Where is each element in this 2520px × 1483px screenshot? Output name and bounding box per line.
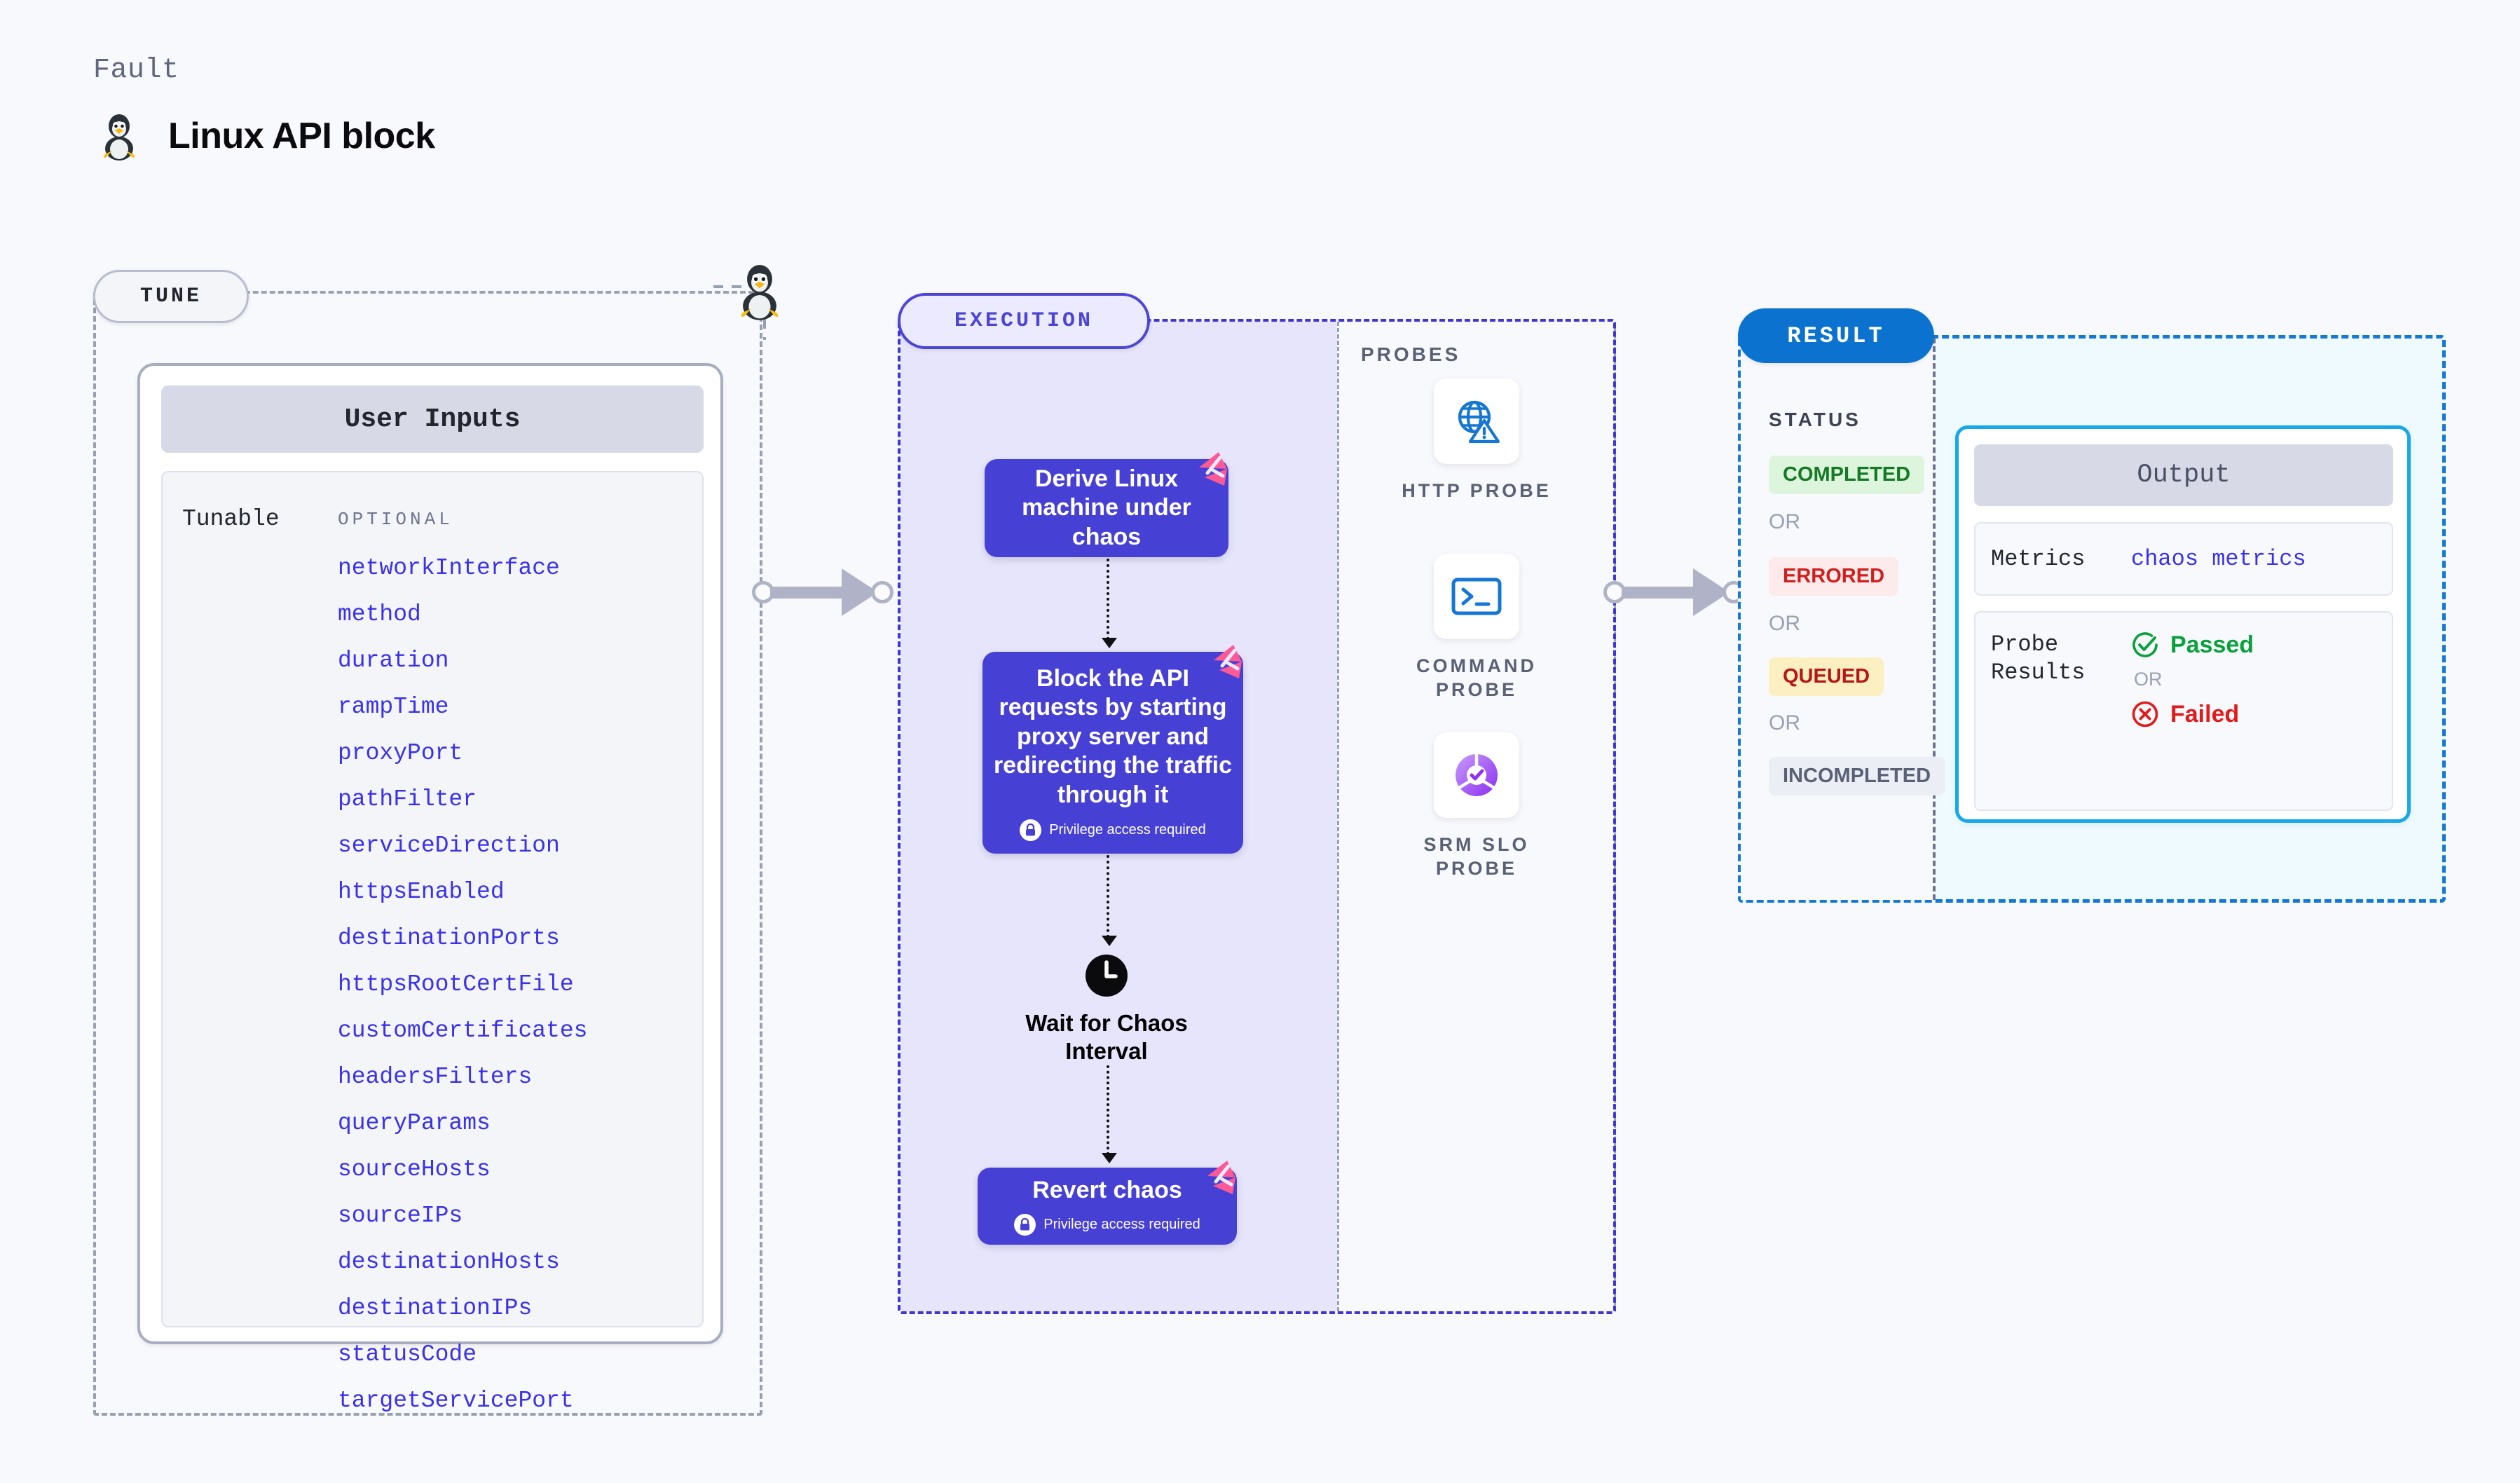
execution-node-revert-chaos[interactable]: Revert chaos Privilege access required xyxy=(978,1161,1237,1245)
harness-ribbon-icon xyxy=(1207,1161,1235,1194)
output-metrics-row: Metrics chaos metrics xyxy=(1974,522,2393,596)
probe-http-card[interactable] xyxy=(1434,378,1519,464)
param-proxyPort[interactable]: proxyPort xyxy=(338,740,463,766)
execution-node-derive-machine[interactable]: Derive Linux machine under chaos xyxy=(985,452,1228,557)
probe-command[interactable]: COMMAND PROBE xyxy=(1396,554,1557,702)
page-title: Linux API block xyxy=(168,116,435,156)
execution-phase-badge[interactable]: EXECUTION xyxy=(898,293,1150,349)
x-circle-icon xyxy=(2132,701,2158,727)
param-customCertificates[interactable]: customCertificates xyxy=(338,1018,588,1044)
param-statusCode[interactable]: statusCode xyxy=(338,1341,477,1367)
tux-penguin-marker-icon xyxy=(741,264,779,320)
privilege-badge-node2: Privilege access required xyxy=(1020,819,1206,842)
failed-label: Failed xyxy=(2170,700,2240,727)
tune-phase-container xyxy=(93,291,762,1416)
page-title-row: Linux API block xyxy=(98,111,435,161)
execution-to-result-arrow xyxy=(1603,568,1758,617)
connector-wait-to-revert xyxy=(1102,1065,1117,1163)
execution-node-wait-interval[interactable]: Wait for Chaos Interval xyxy=(985,953,1228,1065)
output-title: Output xyxy=(1974,444,2393,506)
status-badge-incompleted: INCOMPLETED xyxy=(1769,757,1945,795)
user-inputs-card: User Inputs Tunable OPTIONAL networkInte… xyxy=(137,363,723,1414)
fault-kicker: Fault xyxy=(93,55,179,86)
status-badge-completed: COMPLETED xyxy=(1769,456,1925,494)
status-or-1: OR xyxy=(1769,510,1800,533)
passed-label: Passed xyxy=(2170,631,2254,658)
clock-icon xyxy=(1086,955,1128,997)
tux-penguin-icon xyxy=(98,111,140,161)
metrics-label: Metrics xyxy=(1991,545,2086,572)
param-networkInterface[interactable]: networkInterface xyxy=(338,555,560,581)
param-sourceHosts[interactable]: sourceHosts xyxy=(338,1156,491,1182)
connector-node1-to-node2 xyxy=(1102,559,1117,648)
connector-node2-to-wait xyxy=(1102,855,1117,946)
status-badge-errored: ERRORED xyxy=(1769,557,1899,596)
lock-icon xyxy=(1014,1214,1036,1236)
param-destinationIPs[interactable]: destinationIPs xyxy=(338,1295,533,1321)
user-inputs-title: User Inputs xyxy=(161,385,704,453)
probe-result-or: OR xyxy=(2134,669,2163,690)
output-probe-results-row: Probe Results Passed OR Failed xyxy=(1974,611,2393,811)
param-targetServicePort[interactable]: targetServicePort xyxy=(338,1388,574,1414)
param-destinationPorts[interactable]: destinationPorts xyxy=(338,925,560,951)
param-httpsRootCertFile[interactable]: httpsRootCertFile xyxy=(338,971,574,997)
metrics-value-link[interactable]: chaos metrics xyxy=(2131,546,2306,572)
probe-command-label: COMMAND PROBE xyxy=(1416,655,1537,700)
probe-results-label: Probe Results xyxy=(1991,631,2086,685)
execution-phase-container xyxy=(898,319,1616,1314)
param-method[interactable]: method xyxy=(338,601,421,627)
status-heading: STATUS xyxy=(1769,409,1861,430)
param-duration[interactable]: duration xyxy=(338,648,449,674)
optional-heading: OPTIONAL xyxy=(338,509,453,530)
param-sourceIPs[interactable]: sourceIPs xyxy=(338,1203,463,1229)
param-destinationHosts[interactable]: destinationHosts xyxy=(338,1249,560,1275)
globe-warning-icon xyxy=(1458,400,1500,444)
result-status-column xyxy=(1741,338,1936,900)
result-phase-badge[interactable]: RESULT xyxy=(1738,308,1934,363)
param-serviceDirection[interactable]: serviceDirection xyxy=(338,833,560,859)
param-queryParams[interactable]: queryParams xyxy=(338,1110,491,1136)
privilege-badge-node3: Privilege access required xyxy=(1014,1214,1200,1236)
status-badge-queued: QUEUED xyxy=(1769,657,1884,696)
tune-phase-badge[interactable]: TUNE xyxy=(93,270,249,323)
probe-http-label: HTTP PROBE xyxy=(1402,480,1552,501)
terminal-icon xyxy=(1451,578,1502,615)
execution-node-2-text: Block the API requests by starting proxy… xyxy=(993,664,1233,808)
output-card: Output Metrics chaos metrics Probe Resul… xyxy=(1955,425,2411,823)
probe-command-card[interactable] xyxy=(1434,554,1519,639)
probe-http[interactable]: HTTP PROBE xyxy=(1396,378,1557,503)
status-or-2: OR xyxy=(1769,612,1800,635)
probe-srm-slo-card[interactable] xyxy=(1434,732,1519,818)
tunable-label: Tunable xyxy=(182,506,280,532)
slo-donut-check-icon xyxy=(1456,754,1498,796)
tune-connector-line xyxy=(713,285,766,340)
param-rampTime[interactable]: rampTime xyxy=(338,694,449,720)
probe-result-failed: Failed xyxy=(2131,700,2254,728)
wait-node-label: Wait for Chaos Interval xyxy=(1025,1010,1188,1064)
execution-node-block-api[interactable]: Block the API requests by starting proxy… xyxy=(982,645,1243,854)
probe-results-values: Passed OR Failed xyxy=(2131,631,2254,728)
execution-node-1-text: Derive Linux machine under chaos xyxy=(1022,465,1191,550)
param-pathFilter[interactable]: pathFilter xyxy=(338,786,477,812)
execution-node-3-text: Revert chaos xyxy=(1032,1177,1182,1203)
privilege-text-node2: Privilege access required xyxy=(1049,822,1206,838)
optional-param-column: OPTIONAL networkInterface method duratio… xyxy=(338,472,588,1414)
lock-icon xyxy=(1020,819,1042,842)
harness-ribbon-icon xyxy=(1199,452,1227,486)
check-circle-icon xyxy=(2132,632,2158,657)
probe-result-passed: Passed xyxy=(2131,631,2254,659)
harness-ribbon-icon xyxy=(1214,645,1242,678)
status-or-3: OR xyxy=(1769,711,1800,734)
probes-heading: PROBES xyxy=(1361,343,1461,365)
privilege-text-node3: Privilege access required xyxy=(1043,1217,1200,1232)
tune-to-execution-arrow xyxy=(752,568,906,617)
probe-srm-slo-label: SRM SLO PROBE xyxy=(1423,834,1530,879)
probe-srm-slo[interactable]: SRM SLO PROBE xyxy=(1396,732,1557,881)
user-inputs-body: Tunable OPTIONAL networkInterface method… xyxy=(161,471,704,1414)
param-httpsEnabled[interactable]: httpsEnabled xyxy=(338,879,505,905)
param-headersFilters[interactable]: headersFilters xyxy=(338,1064,533,1090)
